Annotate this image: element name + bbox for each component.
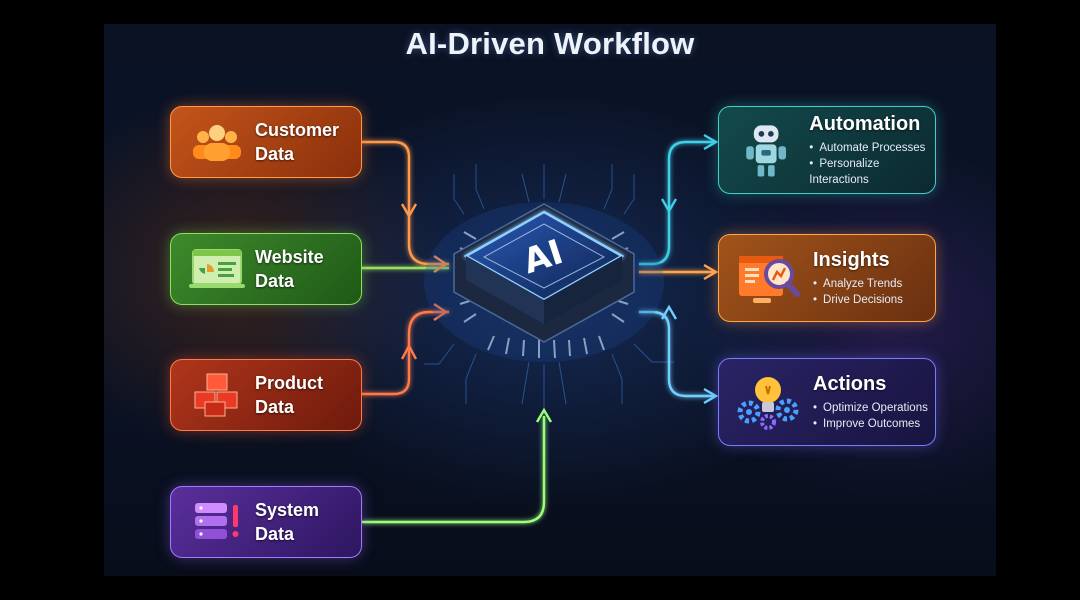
product-label-line2: Data [255,397,295,417]
website-data-label: Website Data [255,245,324,293]
product-label-line1: Product [255,373,324,393]
actions-card[interactable]: Actions Optimize Operations Improve Outc… [718,358,936,446]
diagram-title: AI-Driven Workflow [405,26,695,61]
database-icon [195,503,239,539]
actions-connector [639,310,714,398]
boxes-icon [194,373,238,417]
automation-connector [639,140,714,266]
output-arrowheads [660,133,719,405]
customer-data-label: Customer Data [255,118,339,166]
circuit-traces [424,164,674,419]
robot-icon [746,125,787,177]
automation-title: Automation [809,112,921,135]
product-connector [362,310,449,396]
actions-title: Actions [813,372,887,395]
connector-layer: AI [362,133,719,524]
insights-bullets: Analyze Trends Drive Decisions [813,276,903,308]
ai-chip: AI [424,202,664,362]
automation-card[interactable]: Automation Automate Processes Personaliz… [718,106,936,194]
insights-title: Insights [813,248,890,271]
lightbulb-gears-icon [737,377,799,430]
actions-content: Actions Optimize Operations Improve Outc… [813,373,928,432]
system-label-line1: System [255,500,320,520]
website-label-line2: Data [255,271,295,291]
customer-connector [362,140,449,266]
actions-bullet-2: Improve Outcomes [813,416,928,432]
magnifier-report-icon [739,256,800,303]
product-data-card[interactable]: Product Data [170,359,362,431]
website-label-line1: Website [255,247,324,267]
automation-bullets: Automate Processes Personalize Interacti… [809,140,935,188]
actions-bullet-1: Optimize Operations [813,400,928,416]
system-label-line2: Data [255,524,295,544]
customer-label-line2: Data [255,144,295,164]
automation-content: Automation Automate Processes Personaliz… [809,113,935,188]
insights-bullet-1: Analyze Trends [813,276,903,292]
diagram-canvas: AI-Driven Workflow [104,24,996,576]
automation-bullet-2: Personalize Interactions [809,156,935,188]
insights-card[interactable]: Insights Analyze Trends Drive Decisions [718,234,936,322]
actions-bullets: Optimize Operations Improve Outcomes [813,400,928,432]
system-data-card[interactable]: System Data [170,486,362,558]
system-connector [362,416,546,524]
customer-data-card[interactable]: Customer Data [170,106,362,178]
system-data-label: System Data [255,498,319,546]
users-icon [193,125,241,161]
website-data-card[interactable]: Website Data [170,233,362,305]
product-data-label: Product Data [255,371,323,419]
automation-bullet-1: Automate Processes [809,140,935,156]
website-icon [189,249,245,288]
insights-content: Insights Analyze Trends Drive Decisions [813,249,903,308]
insights-bullet-2: Drive Decisions [813,292,903,308]
input-arrowheads [400,203,553,423]
customer-label-line1: Customer [255,120,340,140]
